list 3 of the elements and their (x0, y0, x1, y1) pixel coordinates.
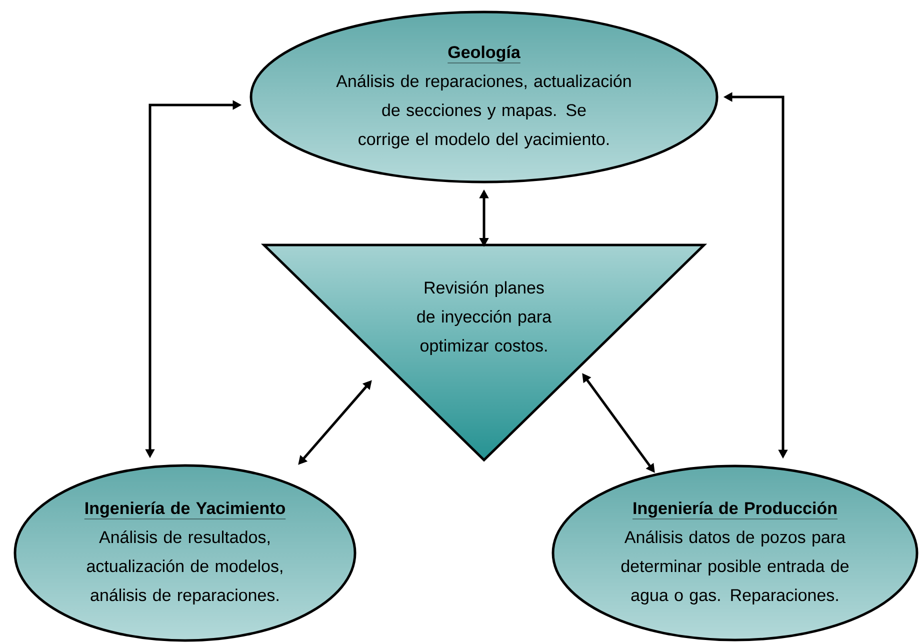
ellipse-node: Geología Análisis de reparaciones, actualización de secciones y mapas. Se corrige el modelo del yacimiento. (250, 10, 718, 184)
ellipse-node: Ingeniería de Yacimiento Análisis de resultados, actualización de modelos, análisis de reparaciones. (14, 464, 356, 642)
ellipse-node: Ingeniería de Producción Análisis datos de pozos para determinar posible entrada de agua o gas. Reparaciones. (552, 464, 918, 642)
